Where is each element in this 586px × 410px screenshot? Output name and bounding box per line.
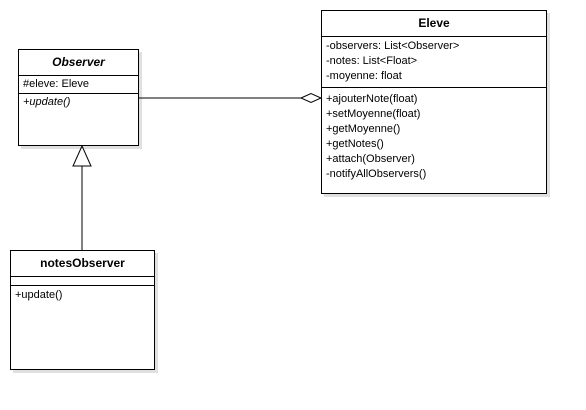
operation: +getNotes() bbox=[326, 138, 384, 150]
class-name: Eleve bbox=[322, 11, 546, 37]
class-eleve[interactable]: Eleve -observers: List<Observer> -notes:… bbox=[321, 10, 547, 194]
operation: +getMoyenne() bbox=[326, 123, 401, 135]
operation: +ajouterNote(float) bbox=[326, 93, 418, 105]
operation: +setMoyenne(float) bbox=[326, 108, 421, 120]
operation: +attach(Observer) bbox=[326, 153, 415, 165]
operation: +update() bbox=[23, 96, 71, 108]
attribute: -notes: List<Float> bbox=[326, 55, 418, 67]
operation-compartment: +update() bbox=[19, 94, 138, 110]
operation-compartment: +update() bbox=[11, 286, 154, 303]
attribute-compartment bbox=[11, 277, 154, 286]
class-name: notesObserver bbox=[11, 251, 154, 277]
operation-compartment: +ajouterNote(float) +setMoyenne(float) +… bbox=[322, 88, 546, 182]
aggregation-diamond-icon bbox=[299, 92, 323, 104]
generalization-triangle-icon bbox=[72, 144, 92, 167]
class-observer[interactable]: Observer #eleve: Eleve +update() bbox=[18, 49, 139, 146]
operation: +update() bbox=[15, 289, 63, 301]
attribute: -observers: List<Observer> bbox=[326, 40, 460, 52]
attribute-compartment: -observers: List<Observer> -notes: List<… bbox=[322, 37, 546, 88]
attribute: #eleve: Eleve bbox=[23, 78, 90, 90]
operation: -notifyAllObservers() bbox=[326, 168, 427, 180]
class-notes-observer[interactable]: notesObserver +update() bbox=[10, 250, 155, 370]
class-name: Observer bbox=[19, 50, 138, 76]
attribute-compartment: #eleve: Eleve bbox=[19, 76, 138, 94]
attribute: -moyenne: float bbox=[326, 70, 402, 82]
